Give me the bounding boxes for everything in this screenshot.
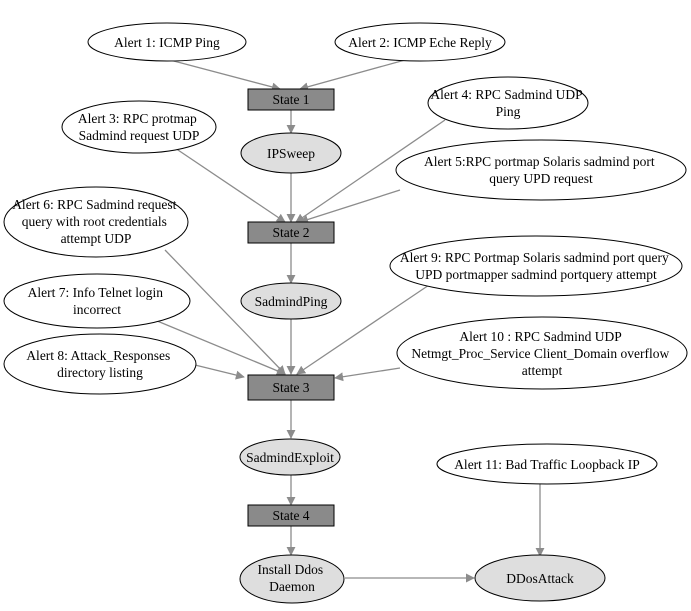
svg-text:Alert 4: RPC Sadmind UDP: Alert 4: RPC Sadmind UDP Ping [430,87,585,119]
svg-text:Alert 2: ICMP Eche Reply: Alert 2: ICMP Eche Reply [348,35,492,50]
alert-4-label-line1: Alert 4: RPC Sadmind UDP [430,87,582,102]
edge-alert1-state1 [169,59,281,92]
edge-alert3-state2 [174,147,286,223]
alert-7: Alert 7: Info Telnet login incorrect [3,273,191,329]
state-2: State 2 [247,221,335,244]
alert-10: Alert 10 : RPC Sadmind UDP Netmgt_Proc_S… [396,316,688,390]
svg-text:Install Ddos Daemon: Install Ddos Daemon [258,562,327,594]
event-installddos: Install Ddos Daemon [239,554,345,604]
alert-8-label-line1: Alert 8: Attack_Responses [26,348,170,363]
state-1-label: State 1 [272,92,309,107]
alert-11: Alert 11: Bad Traffic Loopback IP [436,443,658,485]
alert-7-label-line2: incorrect [73,302,121,317]
state-4-label: State 4 [272,508,309,523]
svg-text:Alert 7: Info Telnet login: Alert 7: Info Telnet login incorrect [28,285,167,317]
alert-3: Alert 3: RPC protmap Sadmind request UDP [61,100,217,154]
alert-9-label-line2: UPD portmapper sadmind portquery attempt [415,267,657,282]
alert-2: Alert 2: ICMP Eche Reply [334,22,506,62]
alert-1-label: Alert 1: ICMP Ping [114,35,220,50]
alert-2-label: Alert 2: ICMP Eche Reply [348,35,492,50]
event-ipsweep-label: IPSweep [267,146,315,161]
alert-6: Alert 6: RPC Sadmind request query with … [3,186,189,258]
state-4: State 4 [247,504,335,527]
edge-alert7-state3 [149,317,286,376]
state-3-label: State 3 [272,380,309,395]
event-sadmindexploit: SadmindExploit [239,438,341,476]
alert-10-label-line2: Netmgt_Proc_Service Client_Domain overfl… [411,346,669,361]
state-2-label: State 2 [272,225,309,240]
svg-text:Alert 10 : RPC Sadmind UDP: Alert 10 : RPC Sadmind UDP Netmgt_Proc_S… [411,329,672,378]
alert-6-label-line2: query with root credentials [22,214,167,229]
alert-8: Alert 8: Attack_Responses directory list… [3,333,197,395]
event-sadmindping: SadmindPing [240,282,342,320]
event-installddos-label-line2: Daemon [269,579,315,594]
alert-11-label: Alert 11: Bad Traffic Loopback IP [454,457,640,472]
alert-1: Alert 1: ICMP Ping [87,22,247,62]
edge-alert6-state3 [164,249,286,375]
state-1: State 1 [247,88,335,111]
event-sadmindexploit-label: SadmindExploit [246,450,334,465]
edge-alert8-state3 [194,364,245,380]
event-sadmindping-label: SadmindPing [255,294,328,309]
edge-alert10-state3 [334,367,401,382]
svg-text:Alert 11: Bad Traffic Loopback: Alert 11: Bad Traffic Loopback IP [454,457,640,472]
alert-9-label-line1: Alert 9: RPC Portmap Solaris sadmind por… [400,250,669,265]
alert-3-label-line2: Sadmind request UDP [79,128,200,143]
svg-text:Alert 6: RPC Sadmind request: Alert 6: RPC Sadmind request query with … [12,197,180,246]
svg-text:Alert 9: RPC Portmap Solaris s: Alert 9: RPC Portmap Solaris sadmind por… [400,250,672,282]
alert-10-label-line3: attempt [522,363,563,378]
edge-alert5-state2 [299,189,401,224]
edges [149,59,545,583]
svg-text:DDosAttack: DDosAttack [506,571,574,586]
event-ddosattack: DDosAttack [474,554,606,602]
svg-text:Alert 1: ICMP Ping: Alert 1: ICMP Ping [114,35,220,50]
edge-alert4-state2 [295,119,446,223]
alert-10-label-line1: Alert 10 : RPC Sadmind UDP [459,329,621,344]
alert-9: Alert 9: RPC Portmap Solaris sadmind por… [389,235,683,297]
svg-text:SadmindPing: SadmindPing [255,294,328,309]
event-ddosattack-label: DDosAttack [506,571,574,586]
state-3: State 3 [247,374,335,401]
alert-5-label-line1: Alert 5:RPC portmap Solaris sadmind port [424,154,655,169]
svg-text:Alert 8: Attack_Responses: Alert 8: Attack_Responses directory list… [26,348,173,380]
event-ipsweep: IPSweep [240,132,342,174]
svg-text:Alert 3: RPC protmap Sad: Alert 3: RPC protmap Sadmind request UDP [78,111,200,143]
alert-5-label-line2: query UPD request [489,171,593,186]
alert-6-label-line3: attempt UDP [61,231,132,246]
edge-alert2-state1 [299,59,406,92]
svg-text:Alert 5:RPC portmap Solaris sa: Alert 5:RPC portmap Solaris sadmind port… [424,154,658,186]
alert-3-label-line1: Alert 3: RPC protmap [78,111,197,126]
alert-8-label-line2: directory listing [57,365,143,380]
alert-4: Alert 4: RPC Sadmind UDP Ping [427,76,589,130]
alert-5: Alert 5:RPC portmap Solaris sadmind port… [395,139,687,201]
alert-7-label-line1: Alert 7: Info Telnet login [28,285,164,300]
edge-alert9-state3 [296,282,433,375]
event-installddos-label-line1: Install Ddos [258,562,324,577]
svg-text:SadmindExploit: SadmindExploit [246,450,334,465]
alert-6-label-line1: Alert 6: RPC Sadmind request [12,197,176,212]
alert-4-label-line2: Ping [496,104,521,119]
svg-text:IPSweep: IPSweep [267,146,315,161]
